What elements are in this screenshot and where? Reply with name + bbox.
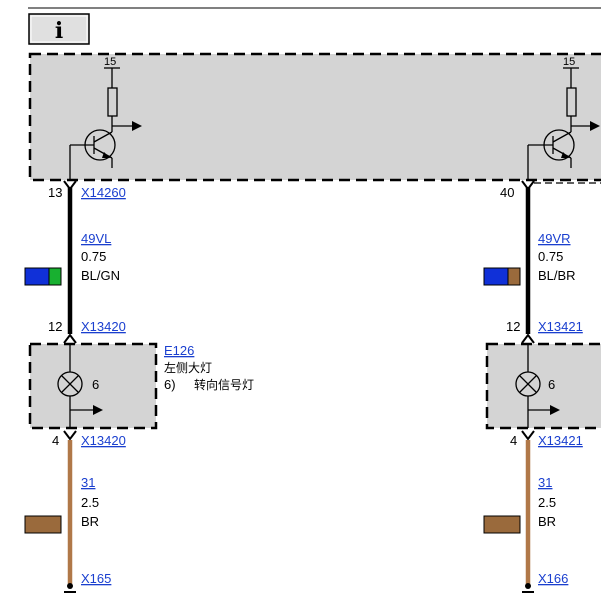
connector-link-left-lamp-top[interactable]: X13420 xyxy=(81,319,126,334)
connector-symbol-right-top xyxy=(521,180,535,191)
pin-label-right-lamp-bottom: 4 xyxy=(510,433,517,448)
lamp-circuit-left xyxy=(57,344,93,428)
control-module-box xyxy=(28,52,601,182)
ground-wire-color-right: BR xyxy=(538,514,556,529)
pin-label-left-lamp-top: 12 xyxy=(48,319,62,334)
ground-wire-size-left: 2.5 xyxy=(81,495,99,510)
arrow-right-output xyxy=(590,121,600,131)
svg-text:X13421: X13421 xyxy=(538,319,583,334)
ground-wire-signal-link-left[interactable]: 31 xyxy=(81,475,95,490)
wire-color-right: BL/BR xyxy=(538,268,576,283)
connector-symbol-left-top xyxy=(63,180,77,191)
wire-size-right: 0.75 xyxy=(538,249,563,264)
transistor-driver-left xyxy=(69,67,132,180)
connector-link-right-lamp-top[interactable]: X13421 xyxy=(538,319,583,334)
pin-label-left-lamp-bottom: 4 xyxy=(52,433,59,448)
wire-color-left: BL/GN xyxy=(81,268,120,283)
wire-signal-link-left[interactable]: 49VL xyxy=(81,231,111,246)
supply-label-right: 15 xyxy=(563,56,575,68)
pin-note-text: 转向信号灯 xyxy=(194,377,254,392)
wire-size-left: 0.75 xyxy=(81,249,106,264)
svg-text:49VR: 49VR xyxy=(538,231,571,246)
component-id-link[interactable]: E126 xyxy=(164,343,194,358)
info-button[interactable]: i xyxy=(28,13,90,45)
connector-symbol-left-lamp-top xyxy=(63,333,77,344)
ground-symbol-right xyxy=(522,583,534,593)
arrow-right-emitter xyxy=(561,152,569,158)
pin-label-left-top: 13 xyxy=(48,185,62,200)
arrow-left-output xyxy=(132,121,142,131)
connector-symbol-right-lamp-bottom xyxy=(521,430,535,441)
svg-text:X13420: X13420 xyxy=(81,319,126,334)
lamp-pin-right: 6 xyxy=(548,377,555,392)
svg-text:X13420: X13420 xyxy=(81,433,126,448)
arrow-right-lamp xyxy=(550,405,560,415)
ground-wire-swatch-right xyxy=(483,515,521,534)
connector-link-left-top[interactable]: X14260 xyxy=(81,185,126,200)
ground-wire-color-left: BR xyxy=(81,514,99,529)
ground-wire-size-right: 2.5 xyxy=(538,495,556,510)
ground-point-link-right[interactable]: X166 xyxy=(538,571,568,586)
svg-text:31: 31 xyxy=(538,475,552,490)
wire-swatch-right xyxy=(483,267,521,286)
lamp-box-right xyxy=(485,342,601,430)
arrow-left-emitter xyxy=(102,152,110,158)
connector-symbol-left-lamp-bottom xyxy=(63,430,77,441)
ground-wire-swatch-left xyxy=(24,515,62,534)
connector-symbol-right-lamp-top xyxy=(521,333,535,344)
pin-note-number: 6) xyxy=(164,377,176,392)
ground-symbol-left xyxy=(64,583,76,593)
wire-signal-link-right[interactable]: 49VR xyxy=(538,231,571,246)
svg-text:E126: E126 xyxy=(164,343,194,358)
wire-swatch-left xyxy=(24,267,62,286)
svg-text:X166: X166 xyxy=(538,571,568,586)
svg-text:49VL: 49VL xyxy=(81,231,111,246)
info-icon: i xyxy=(55,18,63,44)
lamp-pin-left: 6 xyxy=(92,377,99,392)
connector-link-left-lamp-bottom[interactable]: X13420 xyxy=(81,433,126,448)
lamp-circuit-right xyxy=(515,344,550,428)
pin-label-right-top: 40 xyxy=(500,185,514,200)
svg-text:31: 31 xyxy=(81,475,95,490)
supply-label-left: 15 xyxy=(104,56,116,68)
svg-text:X13421: X13421 xyxy=(538,433,583,448)
svg-text:X14260: X14260 xyxy=(81,185,126,200)
pin-label-right-lamp-top: 12 xyxy=(506,319,520,334)
component-name: 左侧大灯 xyxy=(164,360,212,375)
transistor-driver-right xyxy=(527,67,590,180)
arrow-left-lamp xyxy=(93,405,103,415)
connector-link-right-lamp-bottom[interactable]: X13421 xyxy=(538,433,583,448)
ground-wire-signal-link-right[interactable]: 31 xyxy=(538,475,552,490)
svg-text:X165: X165 xyxy=(81,571,111,586)
ground-point-link-left[interactable]: X165 xyxy=(81,571,111,586)
